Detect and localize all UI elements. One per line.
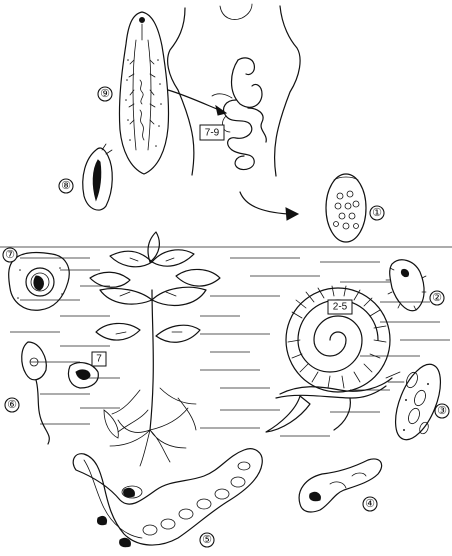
human-duration-box: 7-9 bbox=[199, 124, 225, 141]
svg-text:⑨: ⑨ bbox=[100, 88, 110, 100]
svg-text:⑥: ⑥ bbox=[7, 399, 17, 411]
stage-1-marker: ① bbox=[369, 205, 385, 221]
svg-text:③: ③ bbox=[437, 405, 447, 417]
egg-release-arrow bbox=[239, 191, 300, 221]
water-plant bbox=[89, 231, 221, 467]
stage-5-marker: ⑤ bbox=[199, 532, 215, 548]
stage-2-marker: ② bbox=[429, 290, 445, 306]
stage-6-marker: ⑥ bbox=[4, 397, 20, 413]
stage-3-marker: ③ bbox=[434, 403, 450, 419]
svg-text:⑧: ⑧ bbox=[61, 180, 71, 192]
cyst-on-plant bbox=[8, 251, 70, 311]
svg-text:⑦: ⑦ bbox=[5, 249, 15, 261]
miracidium bbox=[385, 259, 427, 312]
snail-duration-label: 2-5 bbox=[333, 302, 348, 313]
stage-7-marker: ⑦ bbox=[2, 247, 18, 263]
plant-duration-label: 7 bbox=[96, 354, 102, 365]
svg-text:②: ② bbox=[432, 292, 442, 304]
metacercaria bbox=[82, 143, 113, 211]
snail bbox=[265, 285, 405, 433]
svg-text:①: ① bbox=[372, 207, 382, 219]
plant-duration-box: 7 bbox=[91, 351, 107, 367]
svg-text:⑤: ⑤ bbox=[202, 534, 212, 546]
egg bbox=[325, 173, 367, 243]
encysting-cercaria bbox=[67, 362, 99, 389]
stage-4-marker: ④ bbox=[362, 496, 378, 512]
stage-9-marker: ⑨ bbox=[97, 86, 113, 102]
redia-with-cercariae bbox=[72, 448, 263, 548]
infection-arrow bbox=[167, 89, 228, 116]
human-host-figure bbox=[167, 3, 301, 177]
adult-fluke bbox=[118, 11, 170, 175]
snail-duration-box: 2-5 bbox=[327, 299, 353, 315]
svg-text:④: ④ bbox=[365, 498, 375, 510]
stage-8-marker: ⑧ bbox=[58, 178, 74, 194]
human-duration-label: 7-9 bbox=[205, 128, 220, 139]
cercaria bbox=[21, 341, 50, 445]
sporocyst bbox=[394, 363, 442, 441]
redia bbox=[298, 458, 383, 513]
